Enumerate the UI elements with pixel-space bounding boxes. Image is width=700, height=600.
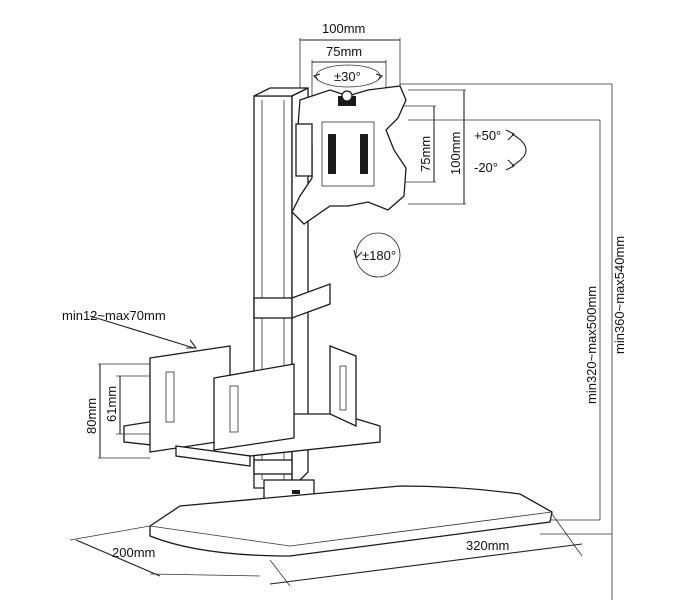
vesa-width-dimensions <box>299 38 401 110</box>
cpu-holder <box>123 345 381 467</box>
label-vesa-outer-width: 100mm <box>322 21 365 36</box>
label-vesa-outer-height: 100mm <box>448 132 463 175</box>
label-base-width: 320mm <box>466 538 509 553</box>
label-vesa-inner-height: 75mm <box>418 136 433 172</box>
label-holder-width: min12~max70mm <box>62 308 166 323</box>
vesa-plate <box>291 85 407 225</box>
dimension-labels: 100mm 75mm ±30° +50° -20° ±180° min12~ma… <box>62 21 627 560</box>
rotation-arrow <box>353 232 401 278</box>
vesa-height-dimensions <box>404 89 466 205</box>
label-holder-inner-height: 61mm <box>104 386 119 422</box>
label-tilt-down: -20° <box>474 160 498 175</box>
base-dimensions <box>69 513 583 587</box>
label-vesa-inner-width: 75mm <box>326 44 362 59</box>
label-height-total: min360~max540mm <box>612 236 627 354</box>
holder-dimensions <box>89 315 198 459</box>
guide-lines <box>400 83 613 600</box>
label-rotation: ±180° <box>362 248 396 263</box>
stand-base <box>149 485 553 557</box>
tilt-arrow <box>505 129 527 171</box>
label-swivel: ±30° <box>334 69 361 84</box>
label-height-pole: min320~max500mm <box>584 286 599 404</box>
label-holder-height: 80mm <box>84 398 99 434</box>
label-base-depth: 200mm <box>112 545 155 560</box>
label-tilt-up: +50° <box>474 128 501 143</box>
